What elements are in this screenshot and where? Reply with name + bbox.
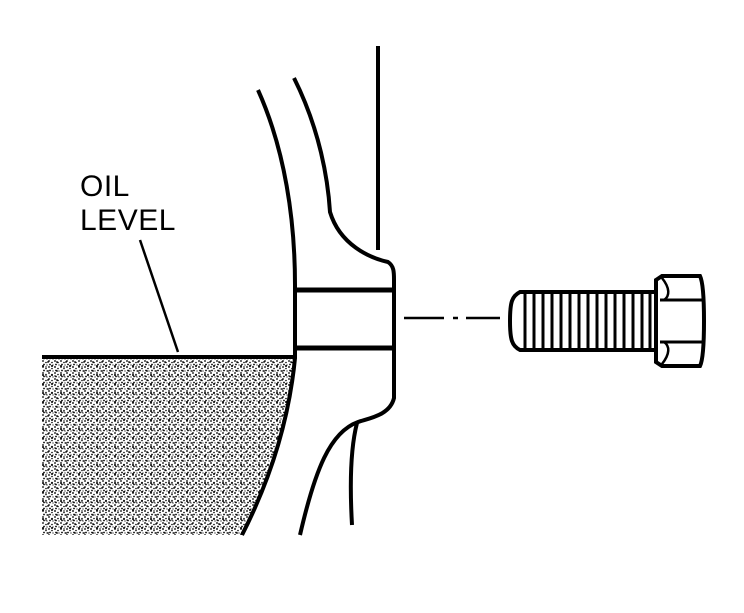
oil-level-label-line1: OIL	[80, 170, 130, 203]
oil-fill-texture	[42, 358, 295, 535]
housing-outer-wall	[240, 89, 297, 536]
leader-line	[138, 239, 180, 353]
housing-right-edge	[348, 46, 380, 526]
plug-bolt	[507, 274, 707, 368]
oil-level-label-line2: LEVEL	[80, 204, 176, 237]
housing-inner-wall	[292, 77, 396, 536]
oil-level-label: OIL LEVEL	[80, 170, 176, 238]
